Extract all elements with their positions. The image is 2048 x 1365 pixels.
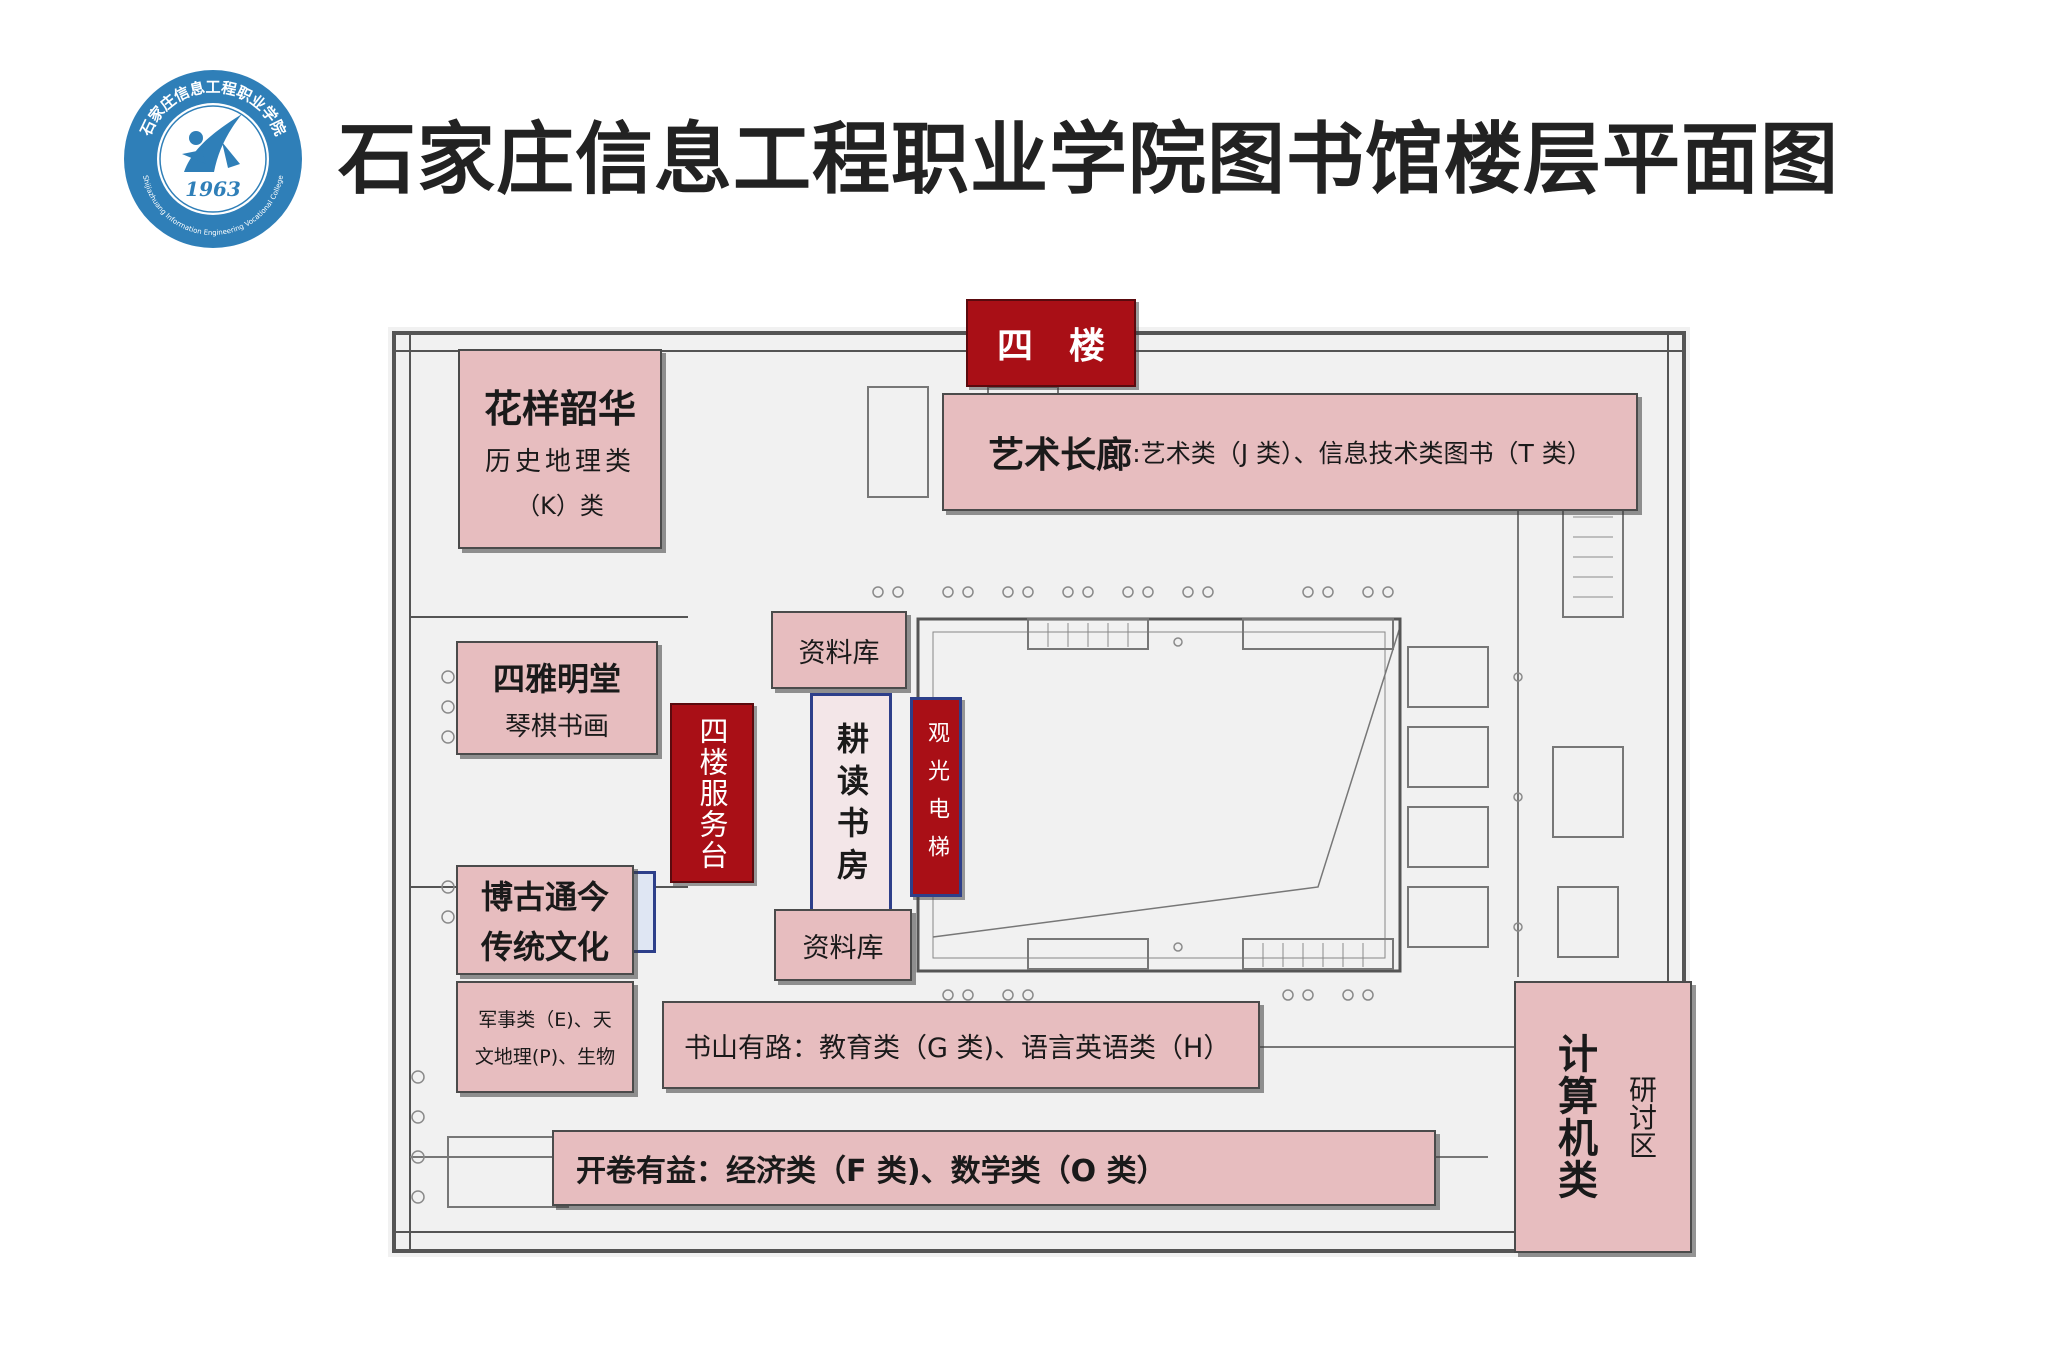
zone-siya-detail: 琴棋书画 [504,711,609,742]
zone-gengdu[interactable]: 耕读书房 [810,693,892,919]
zone-huayang-line1: 历史地理类 [484,446,635,477]
zone-gengdu-label: 耕读书房 [832,722,870,890]
logo-emblem-icon [182,114,242,172]
college-logo: 石家庄信息工程职业学院 Shijiazhuang Information Eng… [124,70,302,248]
zone-yishu[interactable]: 艺术长廊 :艺术类（J 类）、信息技术类图书（T 类） [942,393,1638,511]
page-title: 石家庄信息工程职业学院图书馆楼层平面图 [338,114,1840,205]
zone-jisuanji-side: 研讨区 [1625,1075,1658,1159]
zone-junshi-line1: 军事类（E)、天 [478,1009,612,1031]
zone-ziliaoku-top-label: 资料库 [798,637,880,669]
zone-huayang-line2: （K）类 [516,491,604,520]
service-desk-label: 四楼服务台 [695,715,729,871]
zone-huayang-name: 花样韶华 [483,386,636,431]
zone-jisuanji-name: 计算机类 [1551,1033,1597,1201]
floor-label-text: 四 楼 [996,326,1105,367]
floor-label: 四 楼 [966,299,1136,387]
zone-ziliaoku-bottom-label: 资料库 [802,932,884,964]
zone-ziliaoku-top[interactable]: 资料库 [771,611,907,689]
service-desk[interactable]: 四楼服务台 [670,703,754,883]
zone-elevator-label: 观光电梯 [924,721,949,873]
zone-siya[interactable]: 四雅明堂 琴棋书画 [456,641,658,755]
zone-ziliaoku-bottom[interactable]: 资料库 [774,909,912,981]
logo-year: 1963 [185,177,241,201]
zone-siya-name: 四雅明堂 [492,659,621,698]
zone-kaijuan-label: 开卷有益：经济类（F 类)、数学类（O 类） [576,1154,1167,1189]
zone-bogu-line2: 传统文化 [480,928,609,966]
zone-junshi-line2: 文地理(P)、生物 [474,1046,616,1068]
floor-plan: 四 楼 花样韶华 历史地理类 （K）类 艺术长廊 :艺术类（J 类）、信息技术类… [388,299,1692,1257]
zone-yishu-detail: :艺术类（J 类）、信息技术类图书（T 类） [1132,439,1592,468]
zone-bogu[interactable]: 博古通今 传统文化 [456,865,634,975]
zone-elevator[interactable]: 观光电梯 [910,697,962,897]
zone-bogu-line1: 博古通今 [480,878,609,916]
zone-huayang[interactable]: 花样韶华 历史地理类 （K）类 [458,349,662,549]
zone-yishu-name: 艺术长廊 [988,435,1133,476]
zone-shushan[interactable]: 书山有路：教育类（G 类)、语言英语类（H） [662,1001,1260,1089]
zone-kaijuan[interactable]: 开卷有益：经济类（F 类)、数学类（O 类） [552,1130,1436,1206]
zone-jisuanji[interactable]: 计算机类 研讨区 [1514,981,1692,1253]
zone-shushan-label: 书山有路：教育类（G 类)、语言英语类（H） [684,1032,1231,1064]
zone-junshi[interactable]: 军事类（E)、天 文地理(P)、生物 [456,981,634,1093]
